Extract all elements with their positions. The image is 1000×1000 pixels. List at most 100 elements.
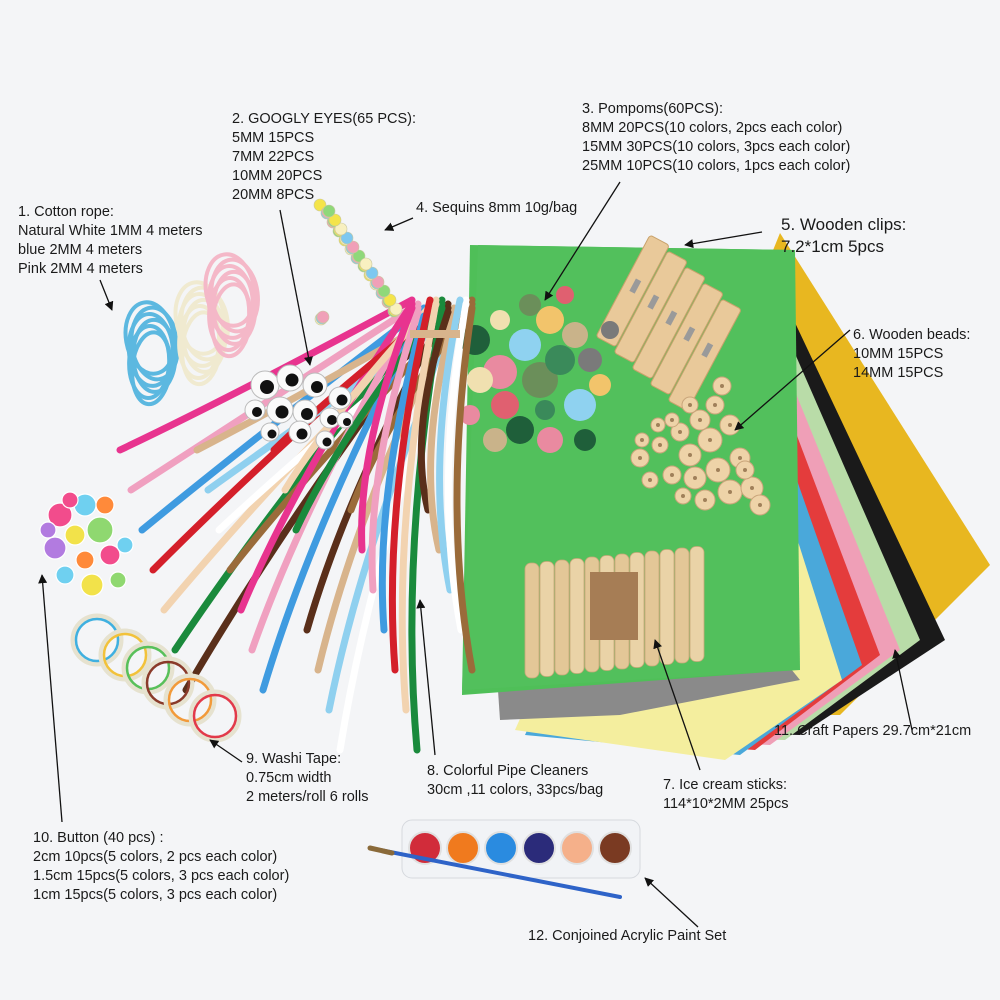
wooden-clips-line: 7.2*1cm 5pcs	[781, 237, 884, 256]
leader-arrow	[544, 181, 621, 301]
pompoms-line: 15MM 30PCS(10 colors, 3pcs each color)	[582, 139, 851, 155]
clip-spring	[683, 326, 696, 342]
sequin	[352, 249, 366, 263]
cotton-ropes	[123, 252, 260, 407]
wooden-clips-label: 5. Wooden clips: 7.2*1cm 5pcs	[781, 214, 906, 258]
bead-hole	[638, 456, 642, 460]
bead-hole	[688, 403, 692, 407]
sequin	[365, 266, 379, 280]
wooden-clip	[632, 267, 705, 379]
pompoms-line: 25MM 10PCS(10 colors, 1pcs each color)	[582, 158, 851, 174]
pompom	[574, 429, 596, 451]
button-piece	[75, 550, 95, 570]
pompom	[519, 294, 541, 316]
button-piece	[43, 536, 67, 560]
googly-eye-pupil	[343, 418, 351, 426]
pompom	[536, 306, 564, 334]
bead-hole	[738, 456, 742, 460]
sequin	[389, 302, 403, 316]
pipe-cleaner	[453, 304, 476, 674]
pompom	[535, 400, 555, 420]
bead-hole	[678, 430, 682, 434]
pompom	[506, 416, 534, 444]
paint-set	[367, 819, 641, 899]
pompom	[509, 329, 541, 361]
sequin	[377, 284, 391, 298]
ice-cream-stick	[569, 558, 585, 674]
googly-eyes-line: 7MM 22PCS	[232, 149, 315, 165]
bead-hole	[758, 503, 762, 507]
clip-spring	[701, 342, 714, 358]
wooden-clips-title: 5. Wooden clips:	[781, 215, 907, 234]
cotton-rope-line: Pink 2MM 4 meters	[18, 261, 143, 277]
ice-cream-sticks	[524, 546, 705, 679]
rope-skein	[123, 300, 180, 407]
craft-papers-label: 11. Craft Papers 29.7cm*21cm	[774, 722, 971, 741]
washi-tape-title: 9. Washi Tape:	[246, 751, 342, 767]
ice-cream-stick	[554, 559, 570, 676]
wooden-beads-line: 14MM 15PCS	[853, 365, 944, 381]
rope-loop	[203, 252, 257, 328]
pompom	[578, 348, 602, 372]
pompoms-title: 3. Pompoms(60PCS):	[582, 101, 724, 117]
pipe-cleaner	[388, 296, 434, 674]
pompom	[460, 405, 480, 425]
craft-papers-title: 11. Craft Papers 29.7cm*21cm	[774, 723, 972, 739]
sequins-label: 4. Sequins 8mm 10g/bag	[416, 199, 577, 218]
googly-eye-pupil	[285, 373, 299, 387]
pipe-cleaners-label: 8. Colorful Pipe Cleaners 30cm ,11 color…	[427, 762, 603, 800]
googly-eyes-line: 10MM 20PCS	[232, 168, 323, 184]
pompom	[490, 310, 510, 330]
ice-cream-sticks-label: 7. Ice cream sticks: 114*10*2MM 25pcs	[663, 776, 788, 814]
googly-eyes	[244, 364, 354, 450]
button-piece	[86, 516, 114, 544]
wooden-beads-title: 6. Wooden beads:	[853, 327, 971, 343]
pompom	[491, 391, 519, 419]
sequin	[340, 231, 354, 245]
googly-eyes-line: 5MM 15PCS	[232, 130, 315, 146]
bead-hole	[698, 418, 702, 422]
pompom	[589, 374, 611, 396]
googly-eye-pupil	[301, 408, 313, 420]
wooden-beads-label: 6. Wooden beads: 10MM 15PCS 14MM 15PCS	[853, 326, 970, 383]
pompoms-line: 8MM 20PCS(10 colors, 2pcs each color)	[582, 120, 843, 136]
googly-eye-pupil	[296, 428, 308, 440]
button-piece	[95, 495, 115, 515]
cotton-rope-line: Natural White 1MM 4 meters	[18, 223, 203, 239]
sequins	[313, 198, 403, 326]
googly-eye-pupil	[275, 405, 289, 419]
leader-arrow	[644, 877, 699, 928]
pompom	[537, 427, 563, 453]
bead-hole	[728, 423, 732, 427]
button-piece	[55, 565, 75, 585]
pipe-cleaner	[378, 312, 428, 634]
cotton-rope-line: blue 2MM 4 meters	[18, 242, 143, 258]
washi-tape-stripe	[192, 693, 238, 739]
wooden-beads-line: 10MM 15PCS	[853, 346, 944, 362]
pompom	[562, 322, 588, 348]
googly-eye-pupil	[322, 437, 332, 447]
bead-hole	[713, 403, 717, 407]
paint-pot	[522, 831, 556, 865]
leader-arrow	[653, 639, 701, 771]
pipe-cleaners-title: 8. Colorful Pipe Cleaners	[427, 763, 589, 779]
googly-eye-pupil	[267, 429, 277, 439]
bead-hole	[670, 473, 674, 477]
sequin	[322, 204, 336, 218]
clip-spring	[665, 310, 678, 326]
sequin	[313, 198, 327, 212]
sequin	[371, 275, 385, 289]
leader-arrows	[38, 181, 913, 928]
pompom	[556, 286, 574, 304]
bead-hole	[703, 498, 707, 502]
paint-brush-tip	[367, 845, 395, 856]
bead-hole	[670, 418, 674, 422]
buttons	[39, 491, 134, 597]
ice-cream-stick	[674, 547, 690, 664]
bead-hole	[656, 423, 660, 427]
sequin	[359, 257, 373, 271]
ice-cream-stick	[644, 550, 660, 667]
button-piece	[39, 521, 57, 539]
leader-arrow	[209, 739, 243, 763]
